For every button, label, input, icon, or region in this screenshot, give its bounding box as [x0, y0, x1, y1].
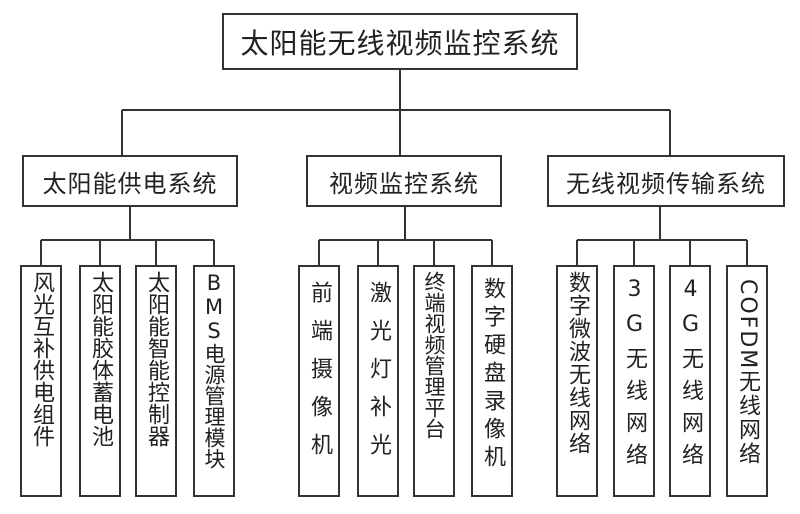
leaf-label: 数字硬盘录像机: [480, 277, 505, 473]
root-label: 太阳能无线视频监控系统: [240, 26, 560, 60]
leaf-label: 终端视频管理平台: [422, 271, 446, 439]
leaf-label: BMS电源管理模块: [202, 271, 226, 469]
leaf-node: 4G无线网络: [669, 265, 711, 497]
leaf-label: 太阳能胶体蓄电池: [88, 271, 113, 447]
leaf-label: 4G无线网络: [678, 277, 703, 475]
leaf-node: 前端摄像机: [298, 265, 340, 497]
branch-label: 视频监控系统: [329, 169, 479, 198]
branch-label: 太阳能供电系统: [42, 169, 218, 198]
branch-label: 无线视频传输系统: [566, 169, 766, 198]
leaf-node: BMS电源管理模块: [193, 265, 235, 497]
leaf-label: 激光灯补光: [366, 281, 391, 471]
leaf-label: 太阳能智能控制器: [144, 271, 169, 447]
leaf-node: 激光灯补光: [357, 265, 399, 497]
branch-node-video-monitoring: 视频监控系统: [306, 155, 502, 207]
root-node: 太阳能无线视频监控系统: [222, 13, 578, 70]
leaf-node: 数字硬盘录像机: [471, 265, 513, 497]
leaf-node: 太阳能智能控制器: [135, 265, 177, 497]
leaf-label: COFDM无线网络: [735, 279, 760, 467]
leaf-label: 风光互补供电组件: [29, 271, 54, 447]
leaf-node: 3G无线网络: [613, 265, 655, 497]
leaf-node: 风光互补供电组件: [20, 265, 62, 497]
leaf-node: 终端视频管理平台: [413, 265, 455, 497]
leaf-node: COFDM无线网络: [726, 265, 768, 497]
leaf-node: 太阳能胶体蓄电池: [79, 265, 121, 497]
leaf-label: 前端摄像机: [307, 281, 332, 471]
branch-node-wireless-transmission: 无线视频传输系统: [547, 155, 785, 207]
branch-node-solar-power: 太阳能供电系统: [22, 155, 238, 207]
leaf-label: 数字微波无线网络: [565, 271, 590, 455]
leaf-node: 数字微波无线网络: [556, 265, 598, 497]
leaf-label: 3G无线网络: [622, 277, 647, 475]
